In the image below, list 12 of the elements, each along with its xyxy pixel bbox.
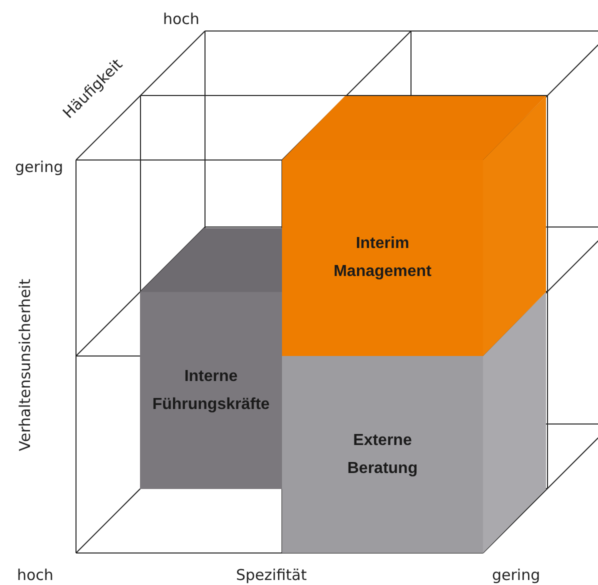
axis-label: gering — [15, 158, 64, 176]
axis-title: Verhaltensunsicherheit — [16, 278, 34, 452]
block-label: Interne Führungskräfte — [151, 366, 271, 414]
axis-label: hoch — [163, 10, 200, 28]
axis-title: Spezifität — [236, 566, 307, 584]
axis-label: hoch — [17, 566, 54, 584]
cube-block — [140, 292, 282, 489]
cube-block — [282, 356, 483, 553]
axis-label: gering — [492, 566, 540, 584]
cube-block — [282, 160, 483, 356]
block-label: Interim Management — [332, 234, 432, 282]
block-label: Externe Beratung — [346, 430, 419, 478]
